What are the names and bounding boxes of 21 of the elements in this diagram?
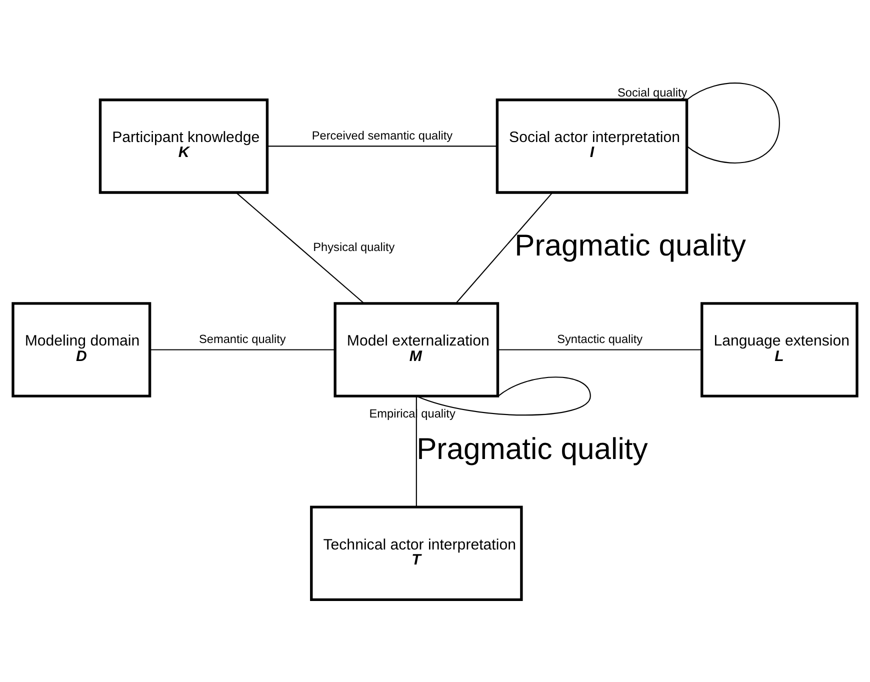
node-box: Language extension L	[700, 302, 858, 398]
edge-label: Physical quality	[313, 240, 395, 254]
node-box: Social actor interpretation I	[496, 98, 688, 194]
node-box: Participant knowledge K	[98, 98, 269, 194]
connector	[686, 82, 780, 164]
edge-label: Social quality	[617, 85, 688, 100]
node-box: Modeling domain D	[12, 302, 152, 398]
node-box: Technical actor interpretation T	[310, 506, 523, 602]
edge-label: Pragmatic quality	[514, 229, 746, 262]
edge-label: Semantic quality	[199, 332, 286, 346]
connector	[416, 396, 417, 507]
node-box: Model externalization M	[334, 302, 500, 398]
connector	[416, 376, 591, 416]
connector	[267, 146, 498, 147]
edge-label: Perceived semantic quality	[312, 128, 453, 142]
connector	[236, 192, 364, 304]
connector	[498, 349, 702, 350]
connector	[456, 192, 553, 304]
connector	[150, 349, 335, 350]
edge-label: Pragmatic quality	[416, 433, 648, 466]
edge-label: Syntactic quality	[557, 332, 643, 346]
